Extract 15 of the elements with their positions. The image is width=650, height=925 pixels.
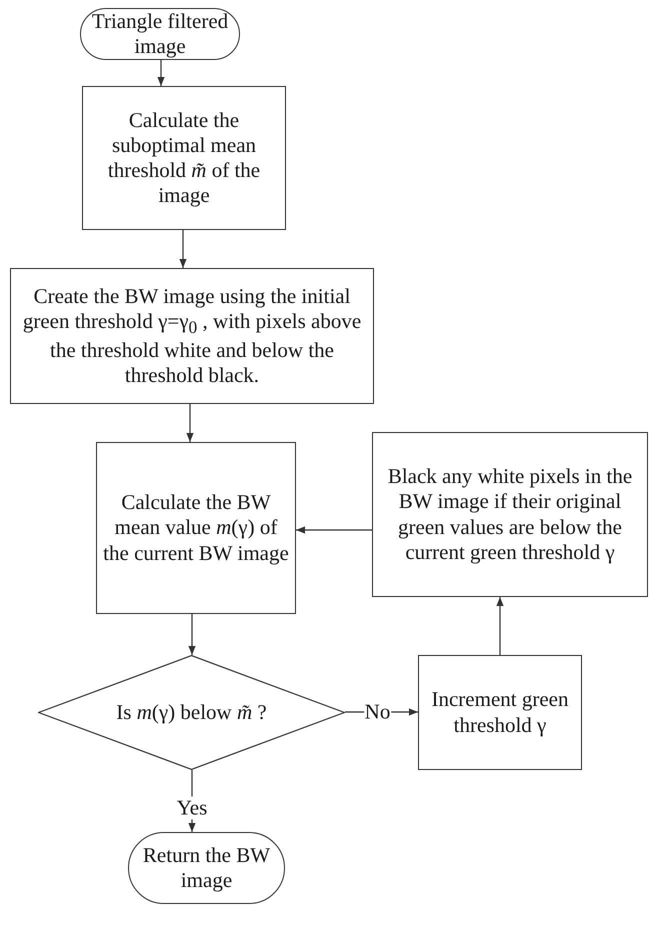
process-box: Black any white pixels in the BW image if their original green values are below the current green threshold γ	[372, 432, 648, 597]
arrow	[296, 526, 372, 534]
process-box: Calculate the suboptimal mean threshold m̃ of the image	[82, 86, 286, 230]
arrow	[157, 60, 165, 86]
arrow	[188, 614, 196, 655]
arrow	[186, 404, 194, 442]
process-box: Increment green threshold γ	[418, 655, 582, 770]
process-box: Calculate the BW mean value m(γ) of the current BW image	[96, 442, 296, 614]
edge-label: Yes	[176, 796, 208, 820]
terminal-node: Return the BW image	[128, 832, 285, 904]
decision-diamond: Is m(γ) below m̃ ?	[38, 655, 345, 770]
process-box: Create the BW image using the initial green threshold γ=γ$_{0}$ , with pixels above the threshold white and below the threshold black.	[10, 268, 374, 404]
arrow	[179, 230, 187, 268]
terminal-node: Triangle filtered image	[80, 8, 240, 60]
arrow	[496, 597, 504, 655]
